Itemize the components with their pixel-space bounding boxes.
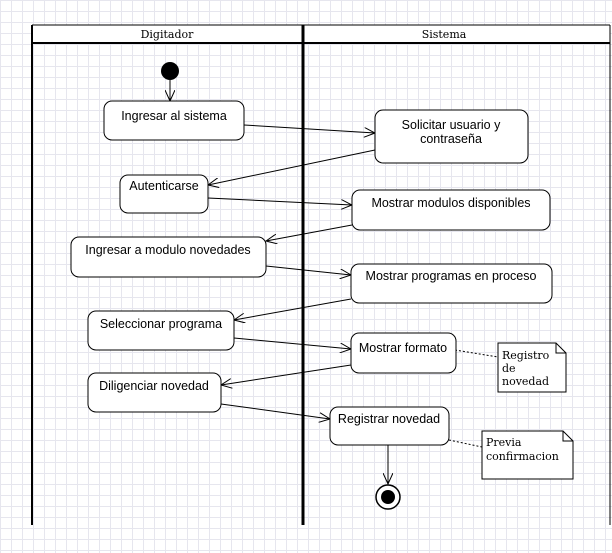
note-anchor-formato	[454, 349, 499, 358]
action-autenticarse: Autenticarse	[119, 174, 209, 214]
note-line-1: Registro	[502, 349, 550, 362]
note-line-2: de	[502, 362, 516, 375]
action-seleccionar-programa: Seleccionar programa	[87, 310, 235, 351]
action-label-line-2: contraseña	[420, 132, 482, 146]
lane-digitador-title: Digitador	[141, 28, 195, 41]
flow-autenticarse-to-modulos	[207, 197, 352, 205]
control-flows	[170, 80, 388, 484]
action-diligenciar-novedad: Diligenciar novedad	[87, 372, 222, 413]
action-label: Ingresar a modulo novedades	[85, 243, 250, 257]
note-registro-de-novedad: Registro de novedad	[497, 342, 567, 393]
flow-ingresar-to-solicitar	[243, 124, 375, 133]
action-label: Seleccionar programa	[100, 317, 222, 331]
flow-seleccionar-to-formato	[233, 337, 351, 349]
action-label: Autenticarse	[129, 179, 199, 193]
action-label: Ingresar al sistema	[121, 109, 227, 123]
action-mostrar-formato: Mostrar formato	[350, 332, 457, 374]
action-ingresar-al-sistema: Ingresar al sistema	[103, 100, 245, 141]
action-label: Mostrar programas en proceso	[366, 269, 537, 283]
note-line-1: Previa	[486, 436, 522, 449]
action-label: Mostrar modulos disponibles	[371, 196, 530, 210]
flow-modulos-to-ingresar-modulo	[266, 224, 353, 241]
action-label: Registrar novedad	[338, 412, 440, 426]
action-label: Mostrar formato	[359, 341, 447, 355]
action-registrar-novedad: Registrar novedad	[329, 406, 450, 446]
action-solicitar-usuario-y-contrasena: Solicitar usuario y contraseña	[374, 109, 529, 164]
action-ingresar-a-modulo-novedades: Ingresar a modulo novedades	[70, 236, 267, 278]
action-label: Diligenciar novedad	[99, 379, 209, 393]
initial-node	[161, 62, 179, 80]
flow-diligenciar-to-registrar	[220, 403, 330, 419]
note-anchor-registrar	[448, 439, 483, 448]
note-line-3: novedad	[502, 375, 549, 388]
action-label-line-1: Solicitar usuario y	[402, 118, 501, 132]
note-previa-confirmacion: Previa confirmacion	[481, 430, 574, 480]
flow-formato-to-diligenciar	[221, 364, 352, 385]
action-mostrar-programas-en-proceso: Mostrar programas en proceso	[350, 263, 553, 304]
final-node	[375, 484, 401, 510]
note-line-2: confirmacion	[486, 450, 559, 463]
lane-sistema-title: Sistema	[422, 28, 467, 41]
flow-ingresar-modulo-to-programas	[265, 265, 351, 275]
action-mostrar-modulos-disponibles: Mostrar modulos disponibles	[351, 189, 551, 231]
swimlane-frame	[31, 24, 611, 525]
flow-solicitar-to-autenticarse	[208, 149, 376, 185]
flow-programas-to-seleccionar	[234, 298, 352, 320]
